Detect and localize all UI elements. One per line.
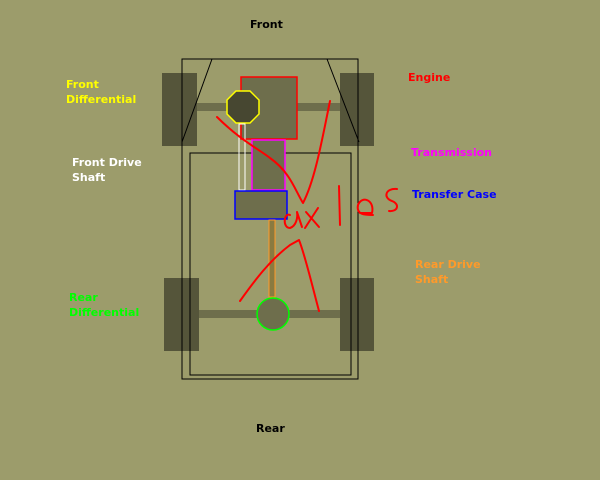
vehicle-outline	[181, 58, 359, 380]
windshield-line-right	[326, 58, 360, 143]
rear-differential-shape	[256, 297, 290, 331]
front-drive-shaft-label: Front Drive Shaft	[72, 156, 142, 184]
front-left-wheel	[162, 73, 197, 146]
rear-right-wheel	[340, 278, 374, 351]
transmission-label: Transmission	[411, 146, 493, 159]
transmission-block	[251, 139, 286, 191]
front-drive-shaft	[238, 123, 246, 191]
handwritten-axles-annotation	[216, 100, 398, 312]
rear-label: Rear	[256, 422, 285, 435]
rear-differential-label: Rear Differential	[69, 291, 140, 319]
transfer-case-block	[234, 190, 288, 220]
engine-label: Engine	[408, 71, 451, 84]
windshield-line-left	[181, 58, 213, 143]
front-differential-shape	[226, 90, 260, 124]
front-right-wheel	[340, 73, 374, 146]
front-differential-label: Front Differential	[66, 78, 137, 106]
front-label: Front	[250, 18, 283, 31]
transfer-case-label: Transfer Case	[412, 188, 497, 201]
rear-drive-shaft-label: Rear Drive Shaft	[415, 258, 481, 286]
